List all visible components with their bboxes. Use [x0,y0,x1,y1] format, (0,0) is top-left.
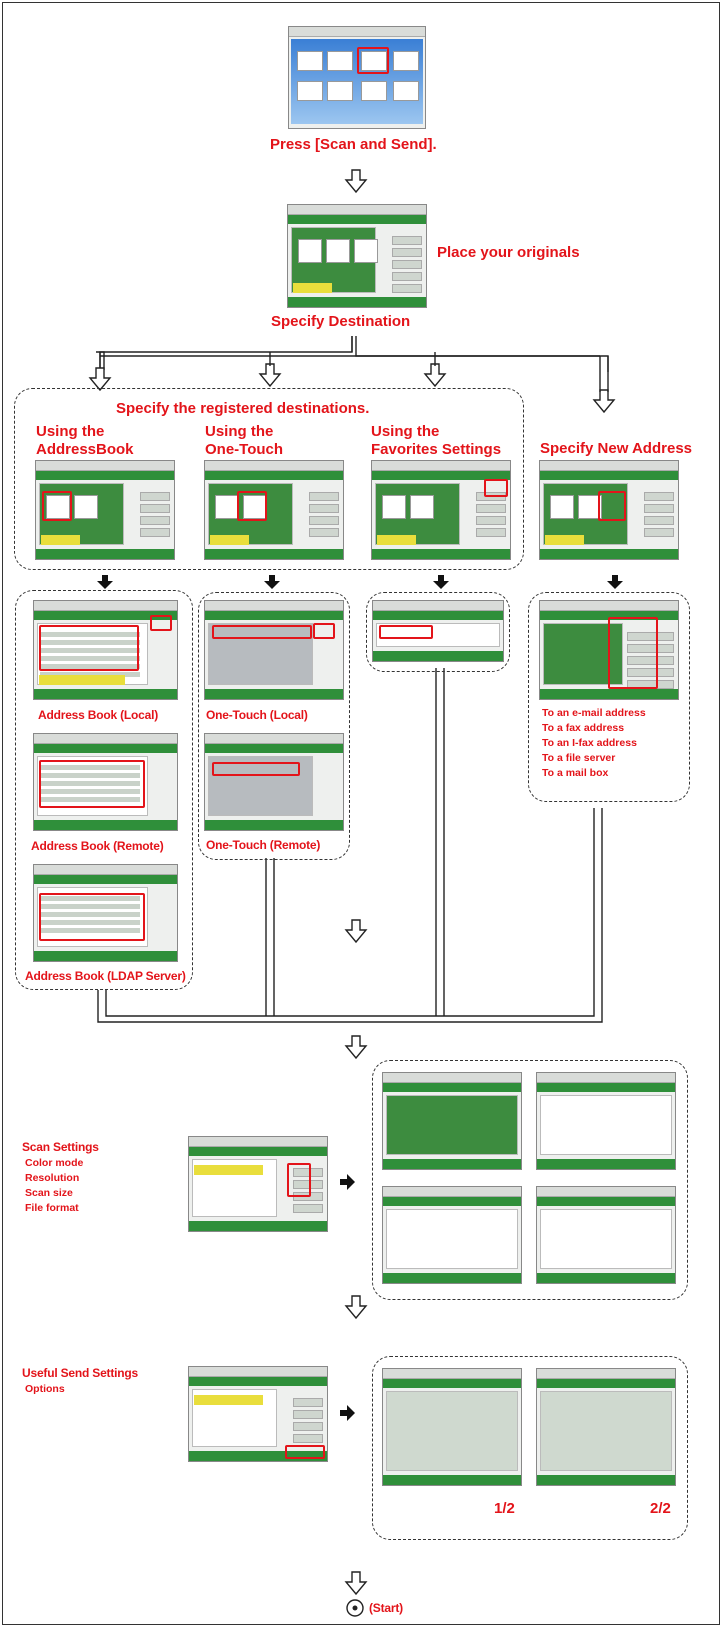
addressbook-remote-screenshot [33,733,178,831]
onetouch-local-screenshot [204,600,344,700]
options-page1-screenshot [382,1368,522,1486]
onetouch-remote-label: One-Touch (Remote) [206,838,320,852]
item-color-mode: Color mode [25,1156,83,1171]
scan-settings-screenshot [188,1136,328,1232]
useful-send-settings-items: Options [25,1382,65,1397]
main-menu-screenshot [288,26,426,129]
item-scan-size: Scan size [25,1186,83,1201]
press-scan-send-label: Press [Scan and Send]. [270,136,437,153]
color-mode-screenshot [382,1072,522,1170]
addressbook-entry-screenshot [35,460,175,560]
onetouch-remote-screenshot [204,733,344,831]
place-originals-label: Place your originals [437,244,580,261]
target-file-server: To a file server [542,751,646,766]
addressbook-local-screenshot [33,600,178,700]
addressbook-ldap-label: Address Book (LDAP Server) [25,969,186,983]
onetouch-local-label: One-Touch (Local) [206,708,308,722]
new-address-entry-screenshot [539,460,679,560]
scan-and-send-highlight [357,47,389,74]
useful-send-settings-title: Useful Send Settings [22,1366,138,1380]
scan-settings-title: Scan Settings [22,1140,99,1154]
target-mail-box: To a mail box [542,766,646,781]
send-settings-screenshot [188,1366,328,1462]
options-page2-screenshot [536,1368,676,1486]
scan-settings-items: Color mode Resolution Scan size File for… [25,1156,83,1216]
scan-size-screenshot [382,1186,522,1284]
page-indicator-1: 1/2 [494,1500,515,1517]
page-indicator-2: 2/2 [650,1500,671,1517]
specify-destination-label: Specify Destination [271,313,410,330]
target-email: To an e-mail address [542,706,646,721]
registered-destinations-label: Specify the registered destinations. [116,400,369,417]
addressbook-local-label: Address Book (Local) [38,708,158,722]
addressbook-ldap-screenshot [33,864,178,962]
target-fax: To a fax address [542,721,646,736]
item-options: Options [25,1382,65,1397]
item-file-format: File format [25,1201,83,1216]
resolution-screenshot [536,1072,676,1170]
file-format-screenshot [536,1186,676,1284]
item-resolution: Resolution [25,1171,83,1186]
new-address-screenshot [539,600,679,700]
start-label: (Start) [369,1601,403,1615]
new-address-targets: To an e-mail address To a fax address To… [542,706,646,781]
addressbook-remote-label: Address Book (Remote) [31,839,164,853]
favorites-list-screenshot [372,600,504,662]
target-ifax: To an I-fax address [542,736,646,751]
onetouch-entry-screenshot [204,460,344,560]
scan-send-screenshot [287,204,427,308]
specify-new-address-label: Specify New Address [540,440,692,457]
favorites-entry-screenshot [371,460,511,560]
